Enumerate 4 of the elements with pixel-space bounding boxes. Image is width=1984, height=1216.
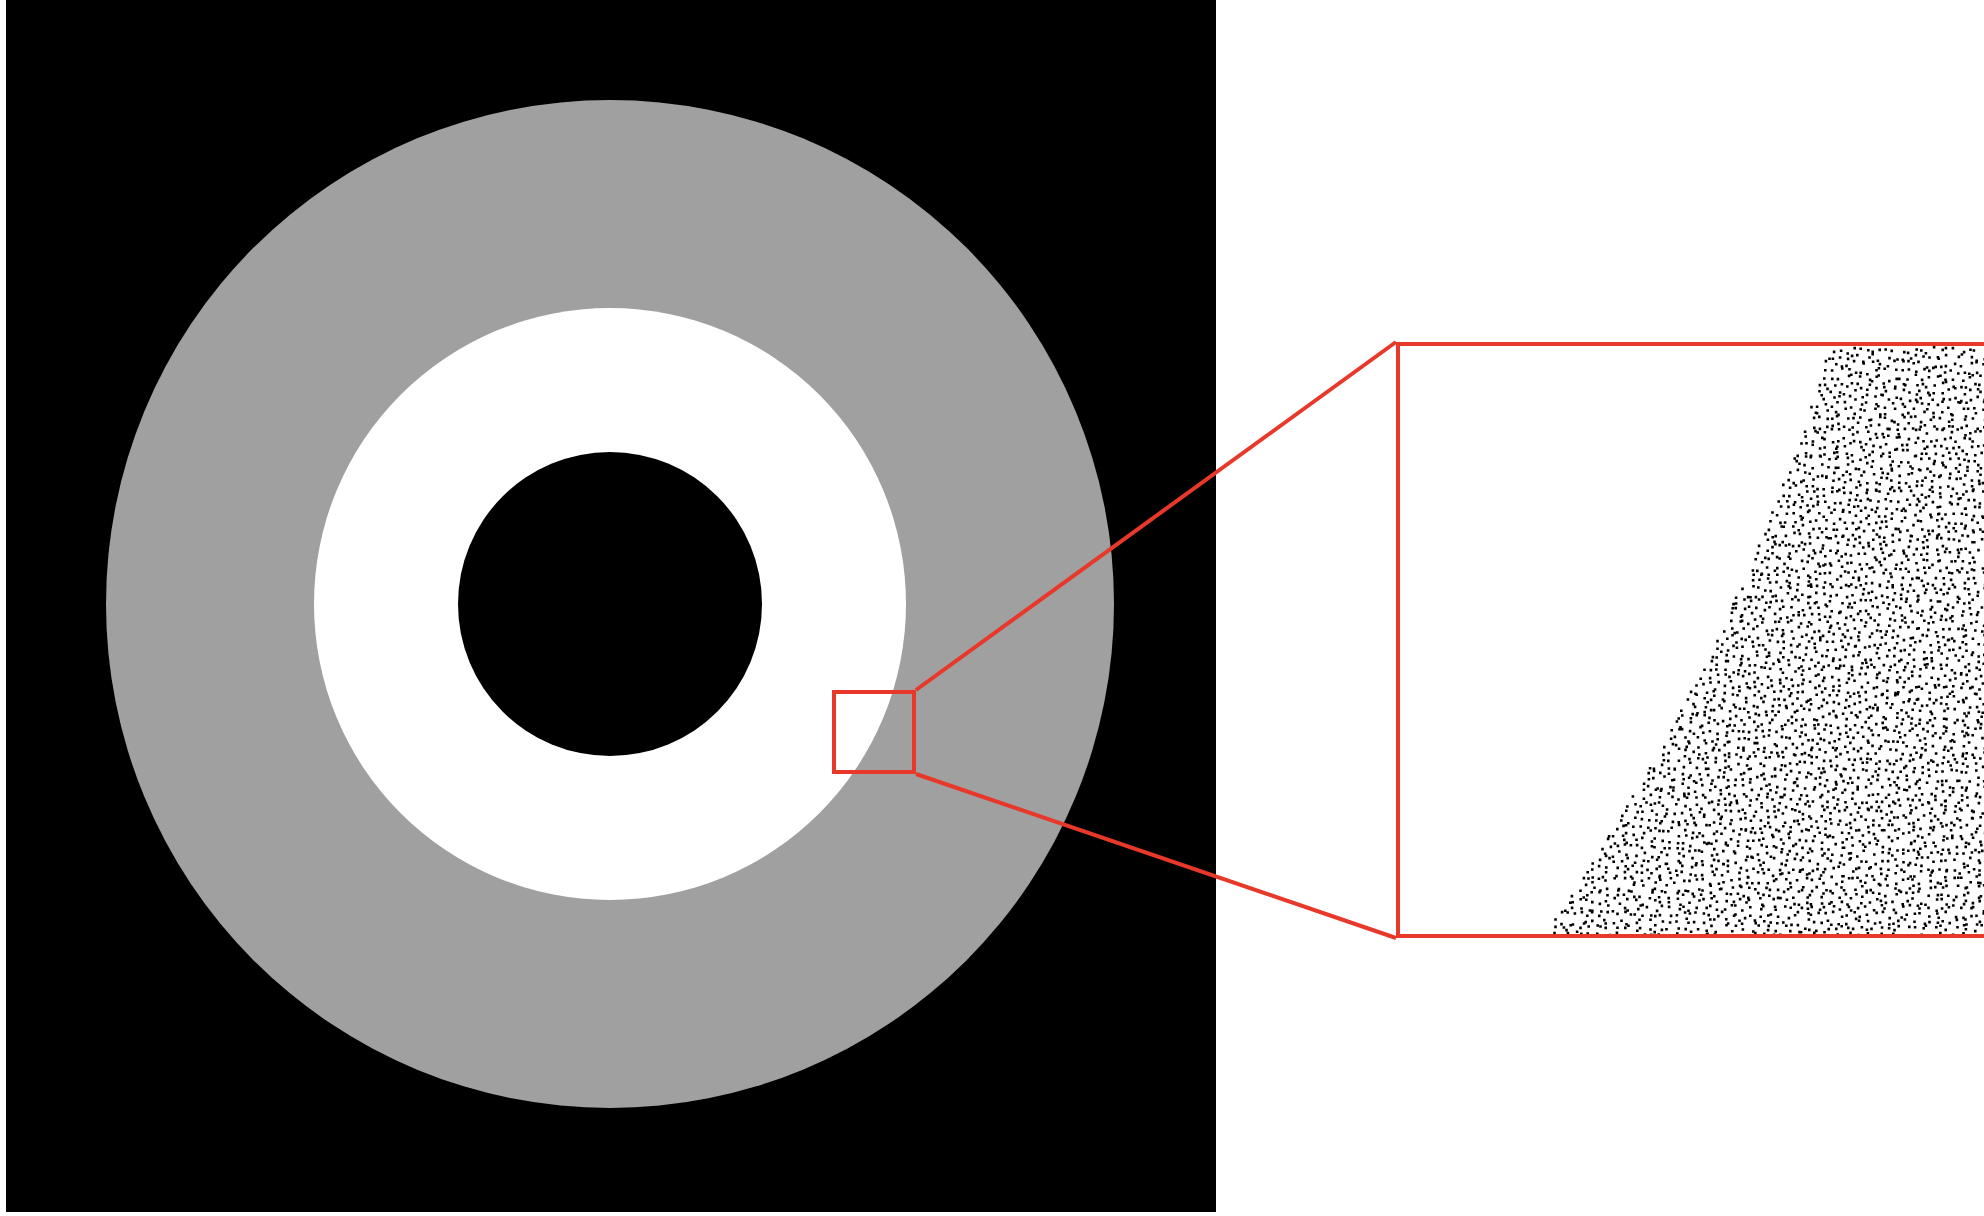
zoom-connector-line [914, 340, 1398, 692]
magnified-inset [1396, 342, 1984, 938]
zoom-connector-line [915, 772, 1397, 940]
zoom-frame [832, 690, 916, 774]
